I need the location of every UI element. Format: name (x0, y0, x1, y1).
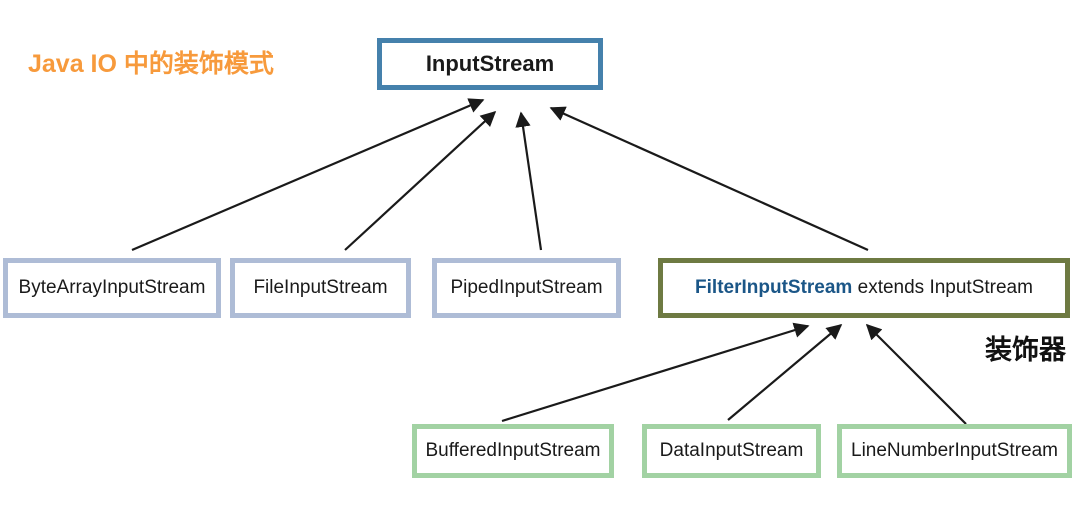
class-box-datainputstream: DataInputStream (642, 424, 821, 478)
arrow-bytearray-to-inputstream (131, 98, 485, 252)
filterinputstream-extends-text: extends InputStream (852, 277, 1033, 298)
arrow-linenumber-to-filter (865, 323, 967, 425)
arrow-buffered-to-filter (501, 322, 810, 423)
diagram-title: Java IO 中的装饰模式 (28, 50, 274, 78)
class-box-bytearrayinputstream: ByteArrayInputStream (3, 258, 221, 318)
arrow-filter-to-inputstream (549, 106, 869, 252)
class-box-fileinputstream: FileInputStream (230, 258, 411, 318)
arrow-piped-to-inputstream (515, 111, 543, 251)
class-box-pipedinputstream: PipedInputStream (432, 258, 621, 318)
arrow-file-to-inputstream (344, 110, 497, 251)
decorator-tag-label: 装饰器 (985, 335, 1066, 365)
arrow-data-to-filter (727, 324, 843, 421)
class-box-inputstream: InputStream (377, 38, 603, 90)
class-box-filterinputstream: FilterInputStream extends InputStream (658, 258, 1070, 318)
class-box-bufferedinputstream: BufferedInputStream (412, 424, 614, 478)
class-box-linenumberinputstream: LineNumberInputStream (837, 424, 1072, 478)
filterinputstream-name: FilterInputStream (695, 277, 853, 298)
